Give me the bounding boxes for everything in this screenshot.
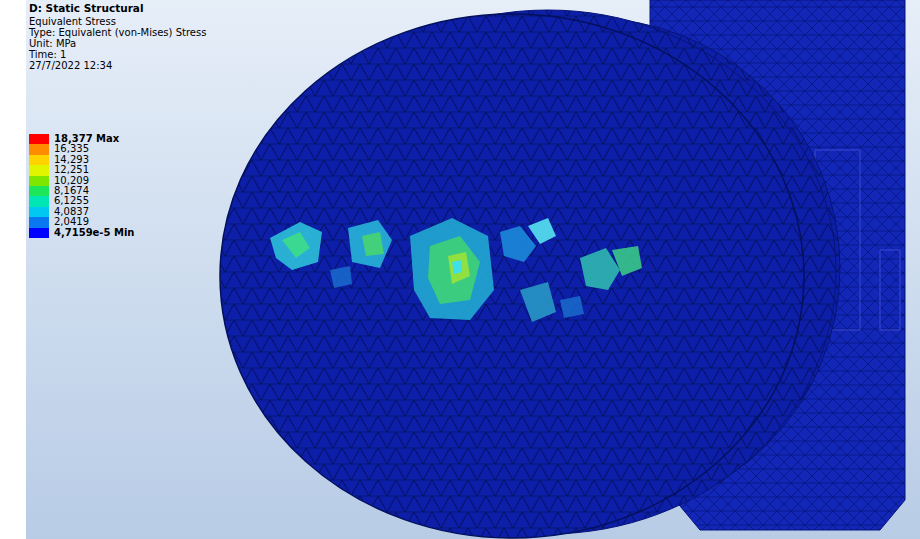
legend-swatch	[29, 207, 49, 218]
legend-value: 4,0837	[54, 207, 89, 217]
result-title: D: Static Structural	[29, 3, 144, 14]
legend-swatch	[29, 196, 49, 207]
result-info: Time: 1	[29, 49, 66, 60]
legend-swatch	[29, 144, 49, 155]
stress-spots	[270, 218, 642, 322]
legend-value: 10,209	[54, 176, 89, 186]
legend-value: 16,335	[54, 144, 89, 154]
margin-strip	[0, 0, 26, 539]
result-info: Unit: MPa	[29, 38, 76, 49]
front-face	[220, 14, 804, 538]
legend-swatch	[29, 165, 49, 176]
result-info: Type: Equivalent (von-Mises) Stress	[29, 27, 206, 38]
legend-value: 18,377 Max	[54, 134, 119, 144]
legend-value: 4,7159e-5 Min	[54, 228, 134, 238]
legend-swatch	[29, 228, 49, 239]
result-info: Equivalent Stress	[29, 16, 116, 27]
legend-value: 12,251	[54, 165, 89, 175]
legend-swatch	[29, 134, 49, 145]
legend-swatch	[29, 217, 49, 228]
legend-value: 2,0419	[54, 217, 89, 227]
result-info: 27/7/2022 12:34	[29, 60, 112, 71]
legend-swatch	[29, 155, 49, 166]
legend-swatch	[29, 176, 49, 187]
legend-swatch	[29, 186, 49, 197]
legend-value: 6,1255	[54, 196, 89, 206]
legend-value: 8,1674	[54, 186, 89, 196]
housing-edge	[880, 250, 900, 330]
legend-value: 14,293	[54, 155, 89, 165]
